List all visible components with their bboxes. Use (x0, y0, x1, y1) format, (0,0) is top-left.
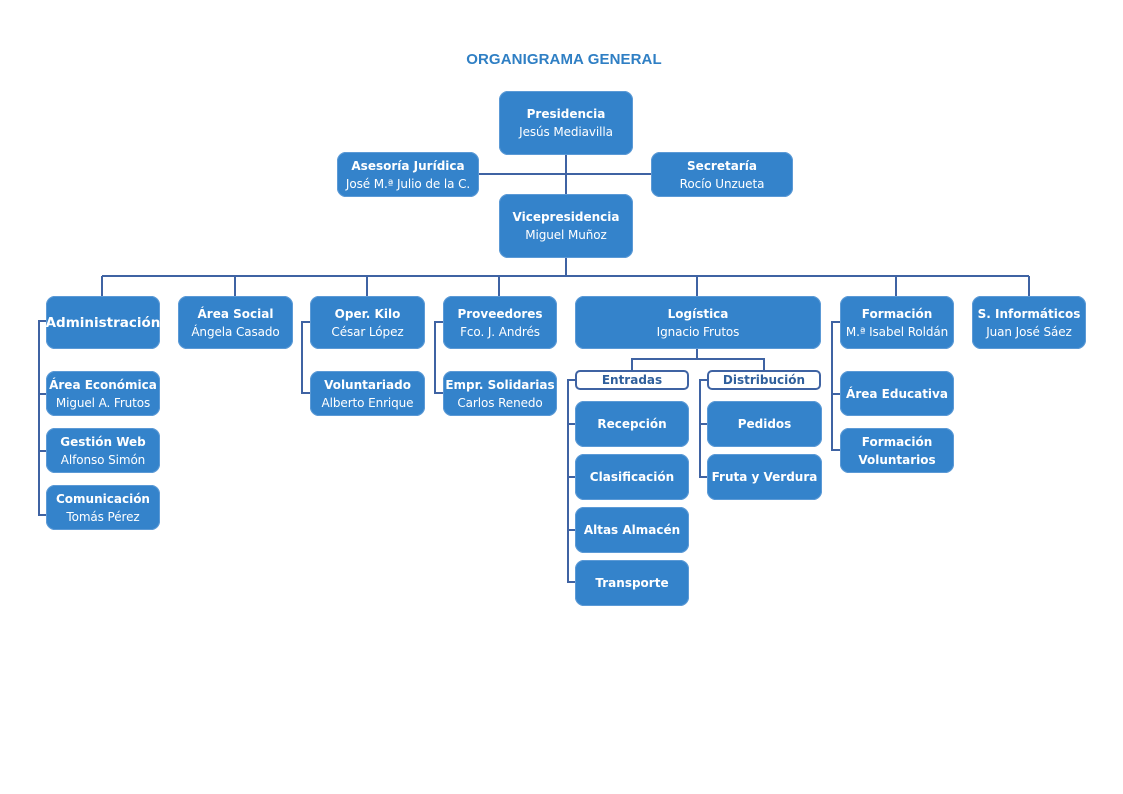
box-logistica[interactable]: Logística Ignacio Frutos (575, 296, 821, 349)
box-person: Ignacio Frutos (656, 324, 740, 339)
group-distribucion[interactable]: Distribución (707, 370, 821, 390)
box-title: Empr. Solidarias (445, 377, 555, 392)
box-area-economica[interactable]: Área Económica Miguel A. Frutos (46, 371, 160, 416)
box-person: Ángela Casado (191, 324, 280, 339)
box-transporte[interactable]: Transporte (575, 560, 689, 606)
box-altas-almacen[interactable]: Altas Almacén (575, 507, 689, 553)
box-person: Miguel Muñoz (525, 228, 607, 242)
box-recepcion[interactable]: Recepción (575, 401, 689, 447)
connector-distribucion-children (699, 379, 708, 478)
box-empr-solidarias[interactable]: Empr. Solidarias Carlos Renedo (443, 371, 557, 416)
connector-logistica-groups (631, 348, 765, 371)
box-title: Fruta y Verdura (711, 470, 818, 484)
box-title: Proveedores (457, 306, 543, 321)
box-fruta-y-verdura[interactable]: Fruta y Verdura (707, 454, 822, 500)
box-person: César López (331, 324, 404, 339)
box-title: Vicepresidencia (512, 210, 620, 224)
box-person: Fco. J. Andrés (460, 324, 540, 339)
box-title: Área Social (197, 306, 274, 321)
box-formacion[interactable]: Formación M.ª Isabel Roldán (840, 296, 954, 349)
box-person: M.ª Isabel Roldán (845, 324, 949, 339)
box-title: Transporte (595, 576, 669, 590)
connector-administracion-children (38, 320, 47, 516)
box-title: Altas Almacén (583, 523, 681, 537)
box-secretaria[interactable]: Secretaría Rocío Unzueta (651, 152, 793, 197)
box-title: Secretaría (687, 158, 757, 173)
box-administracion[interactable]: Administración (46, 296, 160, 349)
box-title: Presidencia (526, 107, 606, 121)
box-title: Recepción (597, 417, 667, 431)
box-title: Formación (861, 434, 933, 449)
box-person: Rocío Unzueta (679, 176, 765, 191)
box-gestion-web[interactable]: Gestión Web Alfonso Simón (46, 428, 160, 473)
connector-entradas-children (567, 379, 576, 583)
box-person: Tomás Pérez (66, 509, 140, 524)
box-person: José M.ª Julio de la C. (345, 176, 471, 191)
box-title: Asesoría Jurídica (351, 158, 465, 173)
box-title: Logística (667, 306, 729, 321)
box-title: Área Educativa (846, 386, 948, 401)
box-title: S. Informáticos (977, 306, 1081, 321)
box-title: Administración (45, 314, 161, 331)
box-person: Miguel A. Frutos (55, 395, 151, 410)
box-informaticos[interactable]: S. Informáticos Juan José Sáez (972, 296, 1086, 349)
box-title: Comunicación (56, 491, 150, 506)
box-area-social[interactable]: Área Social Ángela Casado (178, 296, 293, 349)
box-title: Clasificación (589, 470, 675, 484)
box-clasificacion[interactable]: Clasificación (575, 454, 689, 500)
box-title: Área Económica (49, 377, 157, 392)
box-person: Jesús Mediavilla (519, 125, 613, 139)
box-person: Juan José Sáez (986, 324, 1072, 339)
box-area-educativa[interactable]: Área Educativa (840, 371, 954, 416)
box-voluntariado[interactable]: Voluntariado Alberto Enrique (310, 371, 425, 416)
connector-formacion-children (831, 321, 841, 451)
group-entradas[interactable]: Entradas (575, 370, 689, 390)
chart-title: ORGANIGRAMA GENERAL (466, 51, 662, 68)
box-oper-kilo[interactable]: Oper. Kilo César López (310, 296, 425, 349)
box-vicepresidencia[interactable]: Vicepresidencia Miguel Muñoz (499, 194, 633, 258)
box-person: Alberto Enrique (321, 395, 414, 410)
box-pedidos[interactable]: Pedidos (707, 401, 822, 447)
box-presidencia[interactable]: Presidencia Jesús Mediavilla (499, 91, 633, 155)
connector-proveedores-children (434, 321, 444, 394)
box-title: Gestión Web (60, 434, 146, 449)
box-person: Carlos Renedo (457, 395, 543, 410)
box-comunicacion[interactable]: Comunicación Tomás Pérez (46, 485, 160, 530)
connector-oper-kilo-children (301, 321, 311, 394)
box-person: Alfonso Simón (60, 452, 146, 467)
box-title: Oper. Kilo (334, 306, 401, 321)
box-title: Formación (861, 306, 933, 321)
box-title-line2: Voluntarios (858, 452, 936, 467)
box-proveedores[interactable]: Proveedores Fco. J. Andrés (443, 296, 557, 349)
box-asesoria-juridica[interactable]: Asesoría Jurídica José M.ª Julio de la C… (337, 152, 479, 197)
box-title: Pedidos (737, 417, 792, 431)
box-formacion-voluntarios[interactable]: Formación Voluntarios (840, 428, 954, 473)
box-title: Voluntariado (324, 377, 411, 392)
